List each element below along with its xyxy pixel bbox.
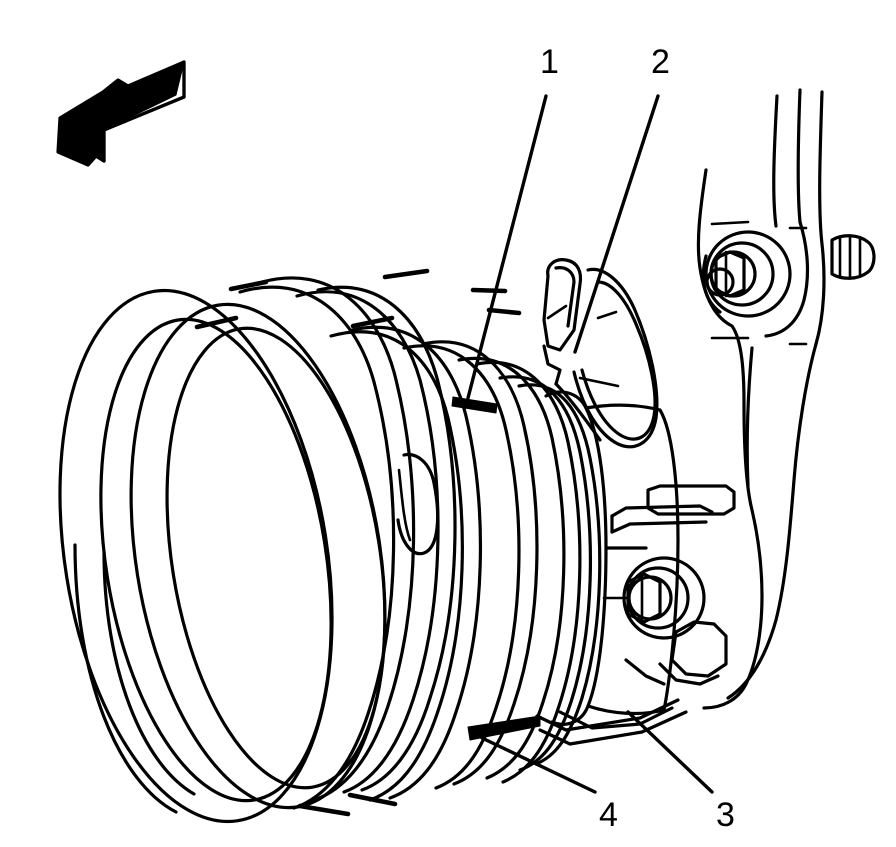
leader-line-4 — [480, 736, 597, 794]
grooved-drive-pulley — [58, 268, 602, 824]
lower-bolt — [602, 556, 706, 640]
callout-label-4: 4 — [599, 796, 618, 834]
callout-label-2: 2 — [651, 43, 670, 81]
leader-line-2 — [573, 94, 660, 354]
callout-leader-lines — [466, 94, 714, 794]
upper-bolt — [704, 230, 792, 318]
bracket-tab-clip — [542, 258, 659, 449]
pulley-alignment-notch — [451, 396, 498, 414]
leader-line-1 — [466, 94, 548, 400]
callout-label-3: 3 — [716, 796, 735, 834]
callout-label-1: 1 — [540, 43, 559, 81]
mounting-bracket-arm — [558, 88, 826, 730]
removal-direction-arrow — [56, 60, 186, 167]
leader-line-3 — [626, 710, 714, 794]
pulley-rear-shoulder-mark — [467, 715, 541, 741]
threaded-stud — [830, 234, 876, 280]
